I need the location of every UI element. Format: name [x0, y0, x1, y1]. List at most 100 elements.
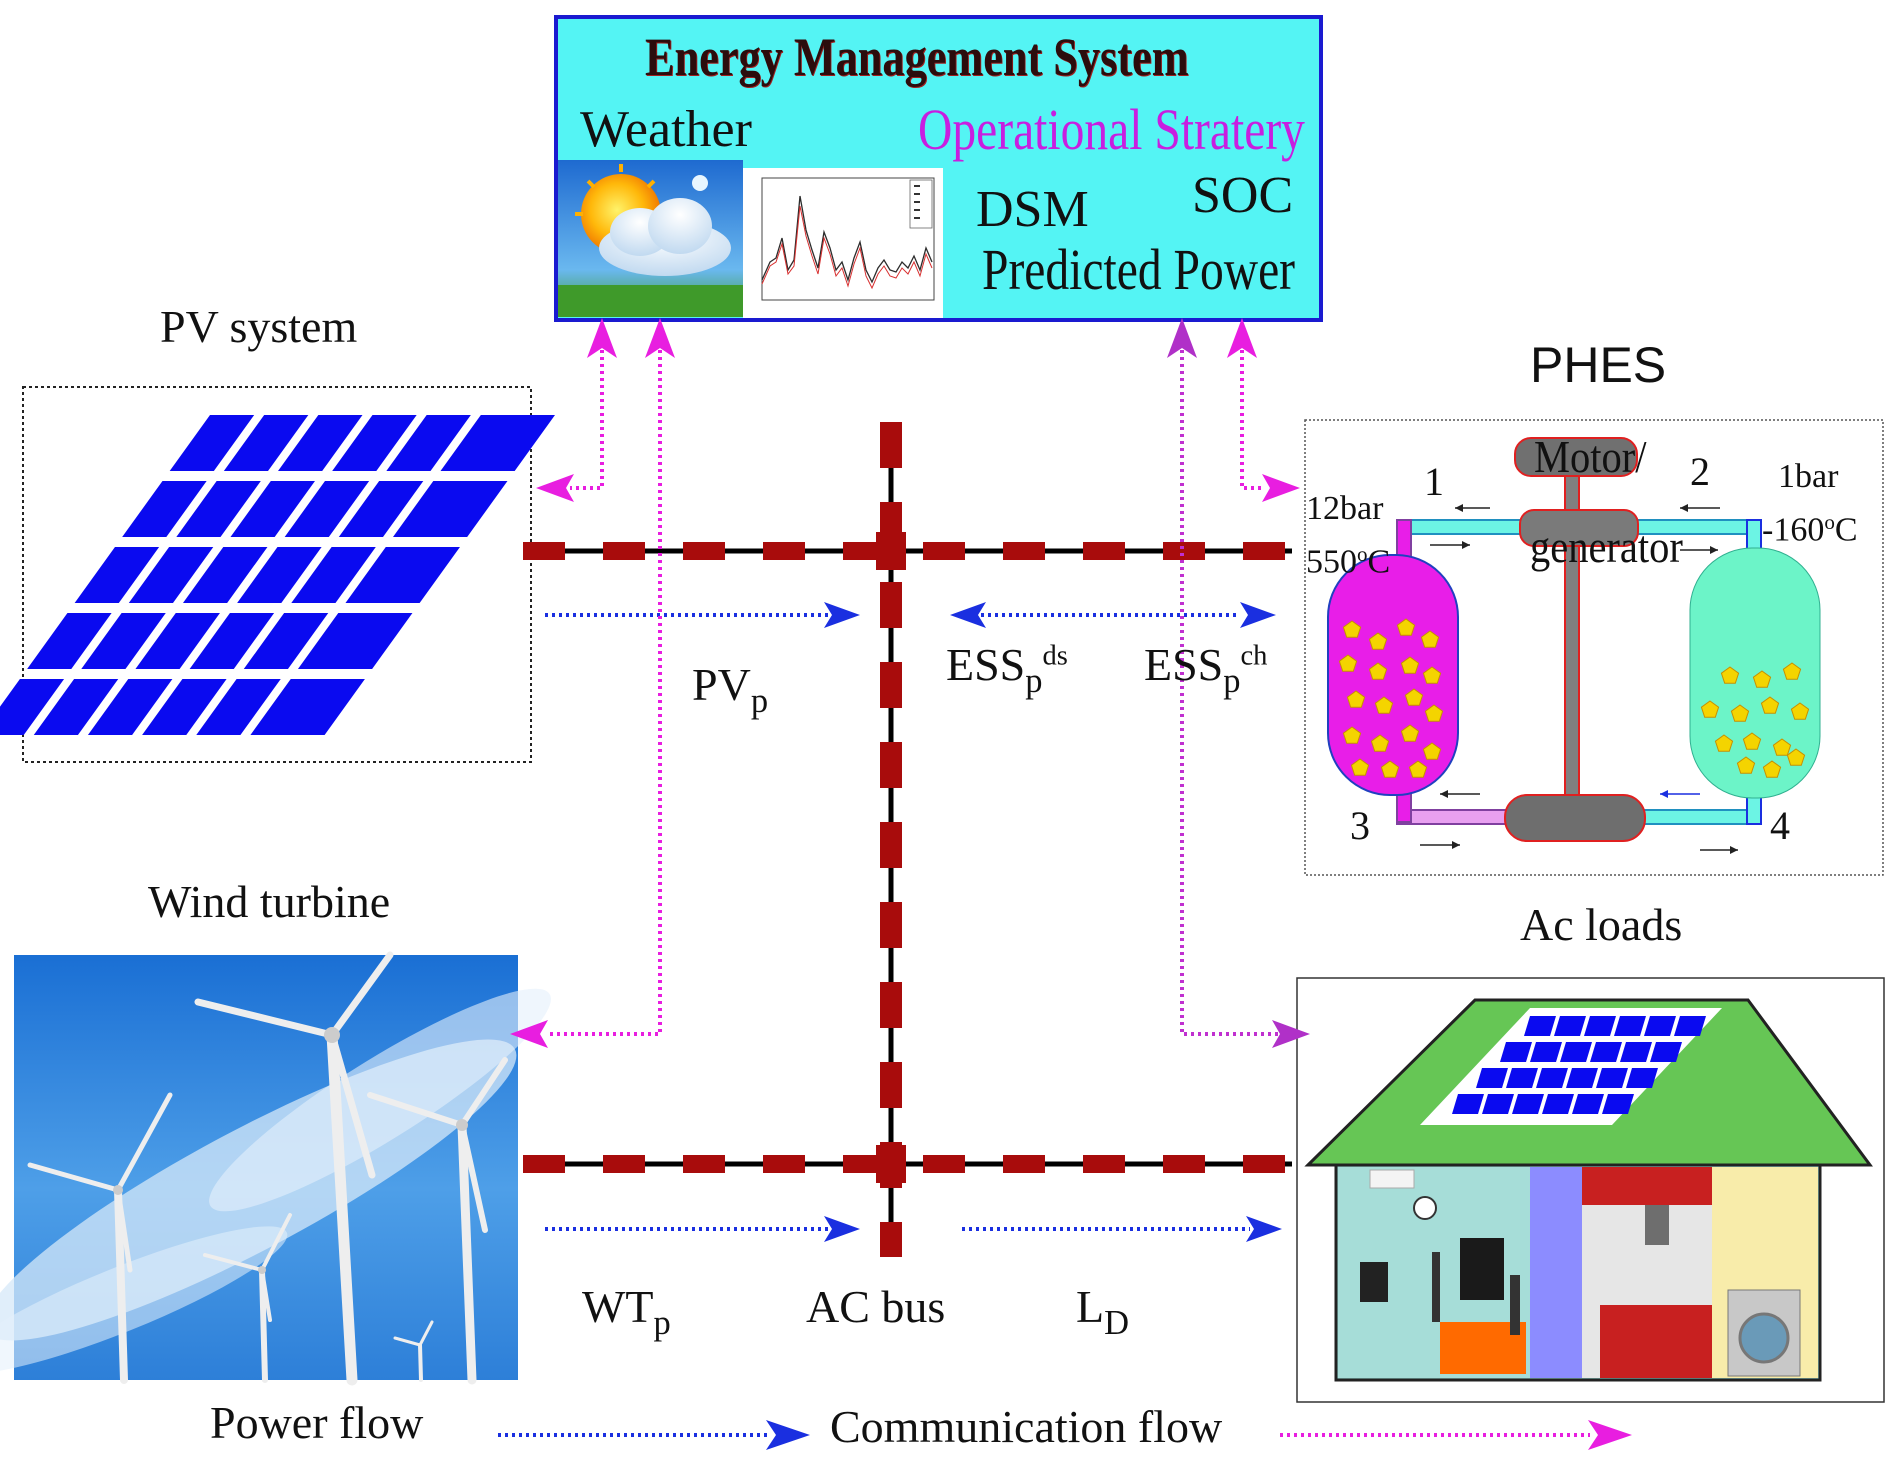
cold-tank-particles: [1700, 662, 1810, 778]
roof-panel-cell: [1476, 1068, 1508, 1088]
cold-tank-particle: [1760, 696, 1780, 714]
roof-panel-cell: [1482, 1094, 1514, 1114]
pv-panel-cell: [332, 415, 417, 471]
pv-panel-cell: [182, 547, 268, 603]
roof-panel-cell: [1506, 1068, 1538, 1088]
hot-tank-particle: [1346, 690, 1366, 708]
ess-discharge-label: ESSpds: [946, 639, 1068, 701]
pv-panel-cell: [284, 481, 370, 537]
pv-panel-cell: [345, 547, 460, 603]
house-image: [1296, 977, 1885, 1403]
cold-tank-particle: [1786, 748, 1806, 766]
roof-panel-cell: [1524, 1016, 1556, 1036]
pv-panel-cell: [87, 679, 173, 735]
pv-panel-array: [0, 415, 555, 735]
legend-communication-flow: Communication flow: [830, 1401, 1223, 1452]
pv-panel-cell: [278, 415, 363, 471]
wind-speed-chart-thumbnail: [743, 168, 943, 318]
cold-tank-particle: [1782, 662, 1802, 680]
roof-panel-cell: [1530, 1042, 1562, 1062]
ac-bus: [523, 422, 1292, 1257]
hot-tank-particle: [1342, 726, 1362, 744]
pv-panel-cell: [223, 415, 309, 471]
cold-tank-particle: [1736, 756, 1756, 774]
roof-panel-cell: [1674, 1016, 1706, 1036]
pv-panel-cell: [122, 481, 207, 537]
hot-tank-particles: [1338, 618, 1444, 778]
hot-tank-particle: [1400, 724, 1420, 742]
hot-tank-particle: [1404, 688, 1424, 706]
legend-power-flow: Power flow: [210, 1397, 424, 1448]
roof-panel-cell: [1554, 1016, 1586, 1036]
phes-title: PHES: [1530, 337, 1667, 393]
cold-tank-particle: [1790, 702, 1810, 720]
hot-tank-particle: [1422, 742, 1442, 760]
ac-bus-label: AC bus: [806, 1281, 946, 1332]
pv-panel-cell: [297, 613, 413, 669]
pv-panel-cell: [189, 613, 275, 669]
ems-title: Energy Management System: [645, 27, 1189, 87]
roof-panel-cell: [1572, 1094, 1604, 1114]
pv-power-label: PVp: [692, 659, 769, 721]
pv-panel-cell: [0, 679, 65, 735]
roof-panel-cell: [1626, 1068, 1658, 1088]
ac-loads-title: Ac loads: [1520, 899, 1683, 950]
hot-tank-particle: [1422, 666, 1442, 684]
state-point-1: 1: [1424, 459, 1444, 504]
power-flow-arrows: [498, 613, 1250, 1437]
roof-panel-cell: [1500, 1042, 1532, 1062]
pv-panel-cell: [440, 415, 555, 471]
generator-label: generator: [1530, 521, 1683, 572]
hot-tank-particle: [1424, 704, 1444, 722]
cold-tank-particle: [1700, 700, 1720, 718]
roof-panel-cell: [1512, 1094, 1544, 1114]
roof-panel-cell: [1452, 1094, 1484, 1114]
communication-flow-arrowheads: [510, 318, 1632, 1450]
roof-panel-cell: [1650, 1042, 1682, 1062]
roof-panel-cell: [1644, 1016, 1676, 1036]
hot-tank-particle: [1400, 656, 1420, 674]
wind-turbine-image: [0, 951, 551, 1386]
hot-tank-particle: [1368, 632, 1388, 650]
roof-panel-cell: [1590, 1042, 1622, 1062]
hot-tank-particle: [1338, 654, 1358, 672]
pv-panel-cell: [135, 613, 220, 669]
hot-tank-particle: [1370, 734, 1390, 752]
cold-pressure-label: 1bar: [1778, 458, 1839, 495]
roof-panel-cell: [1566, 1068, 1598, 1088]
state-point-3: 3: [1350, 803, 1370, 848]
pv-panel-cell: [27, 613, 112, 669]
hot-tank-particle: [1396, 618, 1416, 636]
cold-tank-particle: [1772, 738, 1792, 756]
pv-panel-cell: [237, 547, 322, 603]
pv-panel-cell: [250, 679, 365, 735]
hot-tank-particle: [1368, 662, 1388, 680]
ems-predicted-power-label: Predicted Power: [982, 237, 1296, 302]
pv-system-box: [0, 386, 555, 763]
pv-panel-cell: [386, 415, 471, 471]
hot-tank-particle: [1380, 760, 1400, 778]
load-demand-label: LD: [1076, 1281, 1130, 1343]
roof-panel-cell: [1560, 1042, 1592, 1062]
roof-panel-cell: [1620, 1042, 1652, 1062]
pv-panel-cell: [291, 547, 376, 603]
roof-solar-panels: [1452, 1016, 1706, 1114]
cold-tank-particle: [1742, 732, 1762, 750]
ems-soc-label: SOC: [1192, 167, 1294, 224]
cold-tank-particle: [1762, 760, 1782, 778]
roof-panel-cell: [1596, 1068, 1628, 1088]
ems-weather-label: Weather: [580, 101, 752, 158]
pv-panel-cell: [169, 415, 255, 471]
pv-panel-cell: [33, 679, 119, 735]
pv-panel-cell: [243, 613, 329, 669]
pv-panel-cell: [81, 613, 166, 669]
cold-tank-particle: [1720, 666, 1740, 684]
hot-tank-particle: [1342, 620, 1362, 638]
pv-panel-cell: [142, 679, 227, 735]
wt-power-label: WTp: [582, 1281, 671, 1343]
cold-tank-particle: [1752, 670, 1772, 688]
pv-system-title: PV system: [160, 301, 358, 352]
weather-image: [558, 160, 743, 317]
